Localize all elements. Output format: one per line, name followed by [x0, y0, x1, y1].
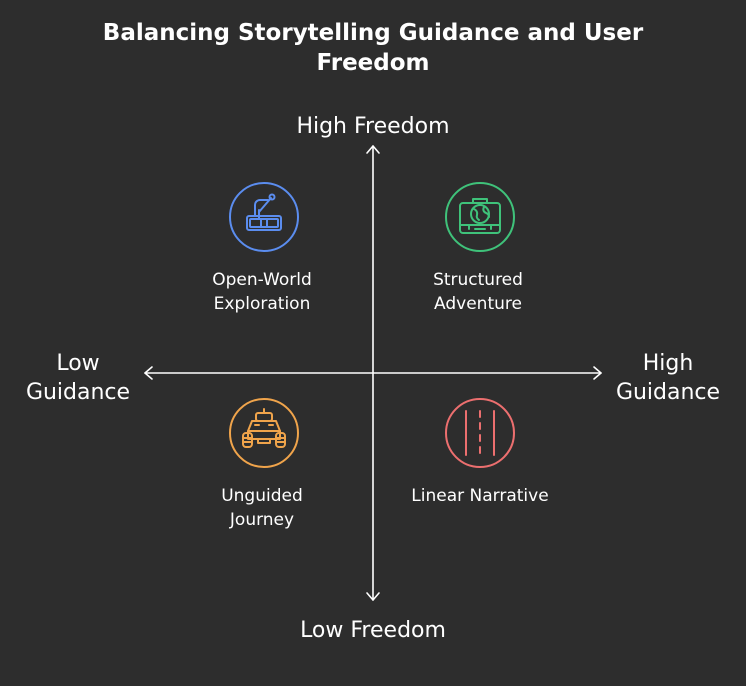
quadrant-bottom-right-line-1: Linear Narrative [411, 486, 549, 506]
quadrant-label-bottom-right: Linear Narrative [370, 484, 590, 508]
vertical-axis-arrow-top [366, 145, 380, 154]
quadrant-bottom-left-line-1: Unguided [221, 486, 303, 506]
title-line-2: Freedom [316, 50, 430, 76]
y-axis-low-label: Low Freedom [300, 618, 446, 643]
quadrant-bottom-left-line-2: Journey [229, 510, 295, 530]
quadrant-top-right-line-2: Adventure [434, 294, 522, 314]
globe-suitcase-icon [444, 181, 516, 253]
horizontal-axis-arrow-right [593, 366, 602, 380]
title-line-1: Balancing Storytelling Guidance and User [102, 20, 644, 46]
quadrant-label-top-left: Open-World Exploration [152, 268, 372, 316]
quadrant-top-left-line-2: Exploration [213, 294, 311, 314]
y-axis-high-label: High Freedom [296, 114, 450, 139]
diagram-title: Balancing Storytelling Guidance and User… [0, 18, 746, 78]
off-road-vehicle-icon [228, 397, 300, 469]
x-axis-high-label: High Guidance [598, 349, 738, 407]
horizontal-axis-arrow-left [144, 366, 153, 380]
x-axis-low-line-1: Low [56, 351, 100, 376]
quadrant-label-bottom-left: Unguided Journey [152, 484, 372, 532]
x-axis-high-line-1: High [642, 351, 694, 376]
x-axis-high-line-2: Guidance [615, 380, 721, 405]
quadrant-top-left-line-1: Open-World [212, 270, 312, 290]
quadrant-top-right-line-1: Structured [433, 270, 523, 290]
quadrant-label-top-right: Structured Adventure [368, 268, 588, 316]
vertical-axis-arrow-bottom [366, 592, 380, 601]
x-axis-low-line-2: Guidance [25, 380, 131, 405]
treasure-map-icon [228, 181, 300, 253]
x-axis-low-label: Low Guidance [8, 349, 148, 407]
road-lanes-icon [444, 397, 516, 469]
